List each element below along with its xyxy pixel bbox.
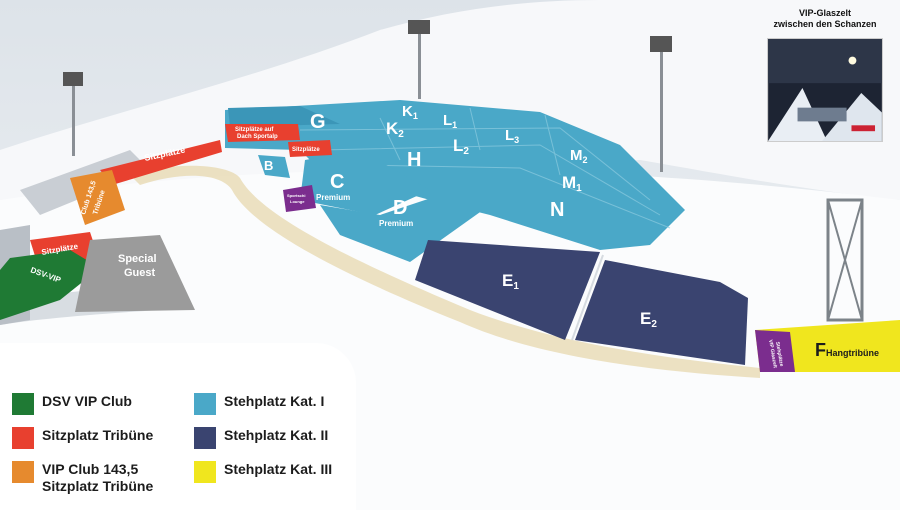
label-dach-line1: Sitzplätze auf xyxy=(235,127,274,133)
zone-g[interactable] xyxy=(228,106,340,127)
zone-sportschi-lounge[interactable] xyxy=(283,185,316,212)
legend-item-sitzplatz-tribuene: Sitzplatz Tribüne xyxy=(12,427,153,449)
zone-b[interactable] xyxy=(258,155,290,178)
label-l1: L1 xyxy=(443,112,457,130)
label-l3: L3 xyxy=(505,127,519,145)
label-l2: L2 xyxy=(453,136,469,157)
legend: DSV VIP Club Sitzplatz Tribüne VIP Club … xyxy=(0,343,356,510)
label-b: B xyxy=(264,158,273,173)
zone-sitzplaetze-top[interactable] xyxy=(100,140,222,185)
zone-dsv-vip[interactable] xyxy=(0,250,100,320)
legend-label: Stehplatz Kat. III xyxy=(224,461,333,477)
label-vip-glas-line2: Stehplätze xyxy=(774,341,784,367)
label-f: FHangtribüne xyxy=(815,340,879,360)
legend-label: Stehplatz Kat. I xyxy=(224,393,325,409)
legend-swatch xyxy=(194,427,216,449)
floodlight-right xyxy=(650,36,672,172)
label-m2: M2 xyxy=(570,147,588,165)
legend-swatch xyxy=(194,393,216,415)
label-e2: E2 xyxy=(640,309,657,330)
legend-label: VIP Club 143,5 Sitzplatz Tribüne xyxy=(42,461,153,495)
legend-swatch xyxy=(194,461,216,483)
legend-item-stehplatz-kat2: Stehplatz Kat. II xyxy=(194,427,328,449)
label-sitzplaetze-small: Sitzplätze xyxy=(292,147,320,153)
e-divider xyxy=(571,254,604,341)
legend-item-dsv-vip-club: DSV VIP Club xyxy=(12,393,132,415)
vip-inset-title-line1: VIP-Glaszelt xyxy=(798,8,852,18)
label-special-line1: Special xyxy=(118,253,157,265)
label-m1: M1 xyxy=(562,173,582,194)
legend-label: Stehplatz Kat. II xyxy=(224,427,329,443)
vip-glaszelt-photo xyxy=(767,38,883,142)
legend-swatch xyxy=(12,461,34,483)
label-n: N xyxy=(550,199,564,221)
label-k1: K1 xyxy=(402,103,418,121)
legend-label: DSV VIP Club xyxy=(42,393,132,409)
legend-swatch xyxy=(12,427,34,449)
label-k2: K2 xyxy=(386,119,404,140)
legend-label-line1: VIP Club 143,5 xyxy=(42,461,139,477)
label-c: C xyxy=(330,171,344,193)
label-vip-glas-line1: VIP Glaszelt xyxy=(767,339,778,368)
zone-stehplatz-kat1-tribune[interactable] xyxy=(225,100,685,250)
vip-inset-title-line2: zwischen den Schanzen xyxy=(773,19,877,29)
legend-item-stehplatz-kat3: Stehplatz Kat. III xyxy=(194,461,332,483)
floodlight-center xyxy=(408,20,430,99)
vip-inset-title: VIP-Glaszelt zwischen den Schanzen xyxy=(767,8,883,30)
zone-club-1435[interactable] xyxy=(70,170,125,225)
label-g: G xyxy=(310,111,326,133)
snow-hill-background xyxy=(0,0,900,200)
legend-label: Sitzplatz Tribüne xyxy=(42,427,154,443)
zone-sitzplaetze-dach[interactable] xyxy=(225,124,300,142)
zone-c[interactable] xyxy=(300,150,430,215)
zone-sitzplaetze-small[interactable] xyxy=(288,140,332,157)
tribune-rows xyxy=(299,107,671,229)
label-d: D xyxy=(393,197,407,219)
vip-glaszelt-inset: VIP-Glaszelt zwischen den Schanzen xyxy=(767,8,883,142)
label-d-premium: Premium xyxy=(379,219,413,228)
legend-item-vip-club-1435: VIP Club 143,5 Sitzplatz Tribüne xyxy=(12,461,153,495)
zone-vip-glaszelt-stehplaetze[interactable] xyxy=(755,330,795,372)
zone-special-guest[interactable] xyxy=(75,235,195,312)
zone-e1[interactable] xyxy=(415,240,600,340)
label-h: H xyxy=(407,149,421,171)
zone-d[interactable] xyxy=(320,195,490,262)
legend-item-stehplatz-kat1: Stehplatz Kat. I xyxy=(194,393,324,415)
legend-label-line2: Sitzplatz Tribüne xyxy=(42,478,154,494)
label-c-premium: Premium xyxy=(316,193,350,202)
legend-swatch xyxy=(12,393,34,415)
label-e1: E1 xyxy=(502,271,519,292)
label-special-line2: Guest xyxy=(124,267,156,279)
label-lounge-line1: Sportschi xyxy=(287,193,305,198)
jump-tower xyxy=(826,198,864,322)
floodlight-left xyxy=(63,72,83,156)
label-dach-line2: Dach Sportalp xyxy=(237,134,278,140)
zone-e2[interactable] xyxy=(575,260,748,365)
label-lounge-line2: Lounge xyxy=(290,199,305,204)
